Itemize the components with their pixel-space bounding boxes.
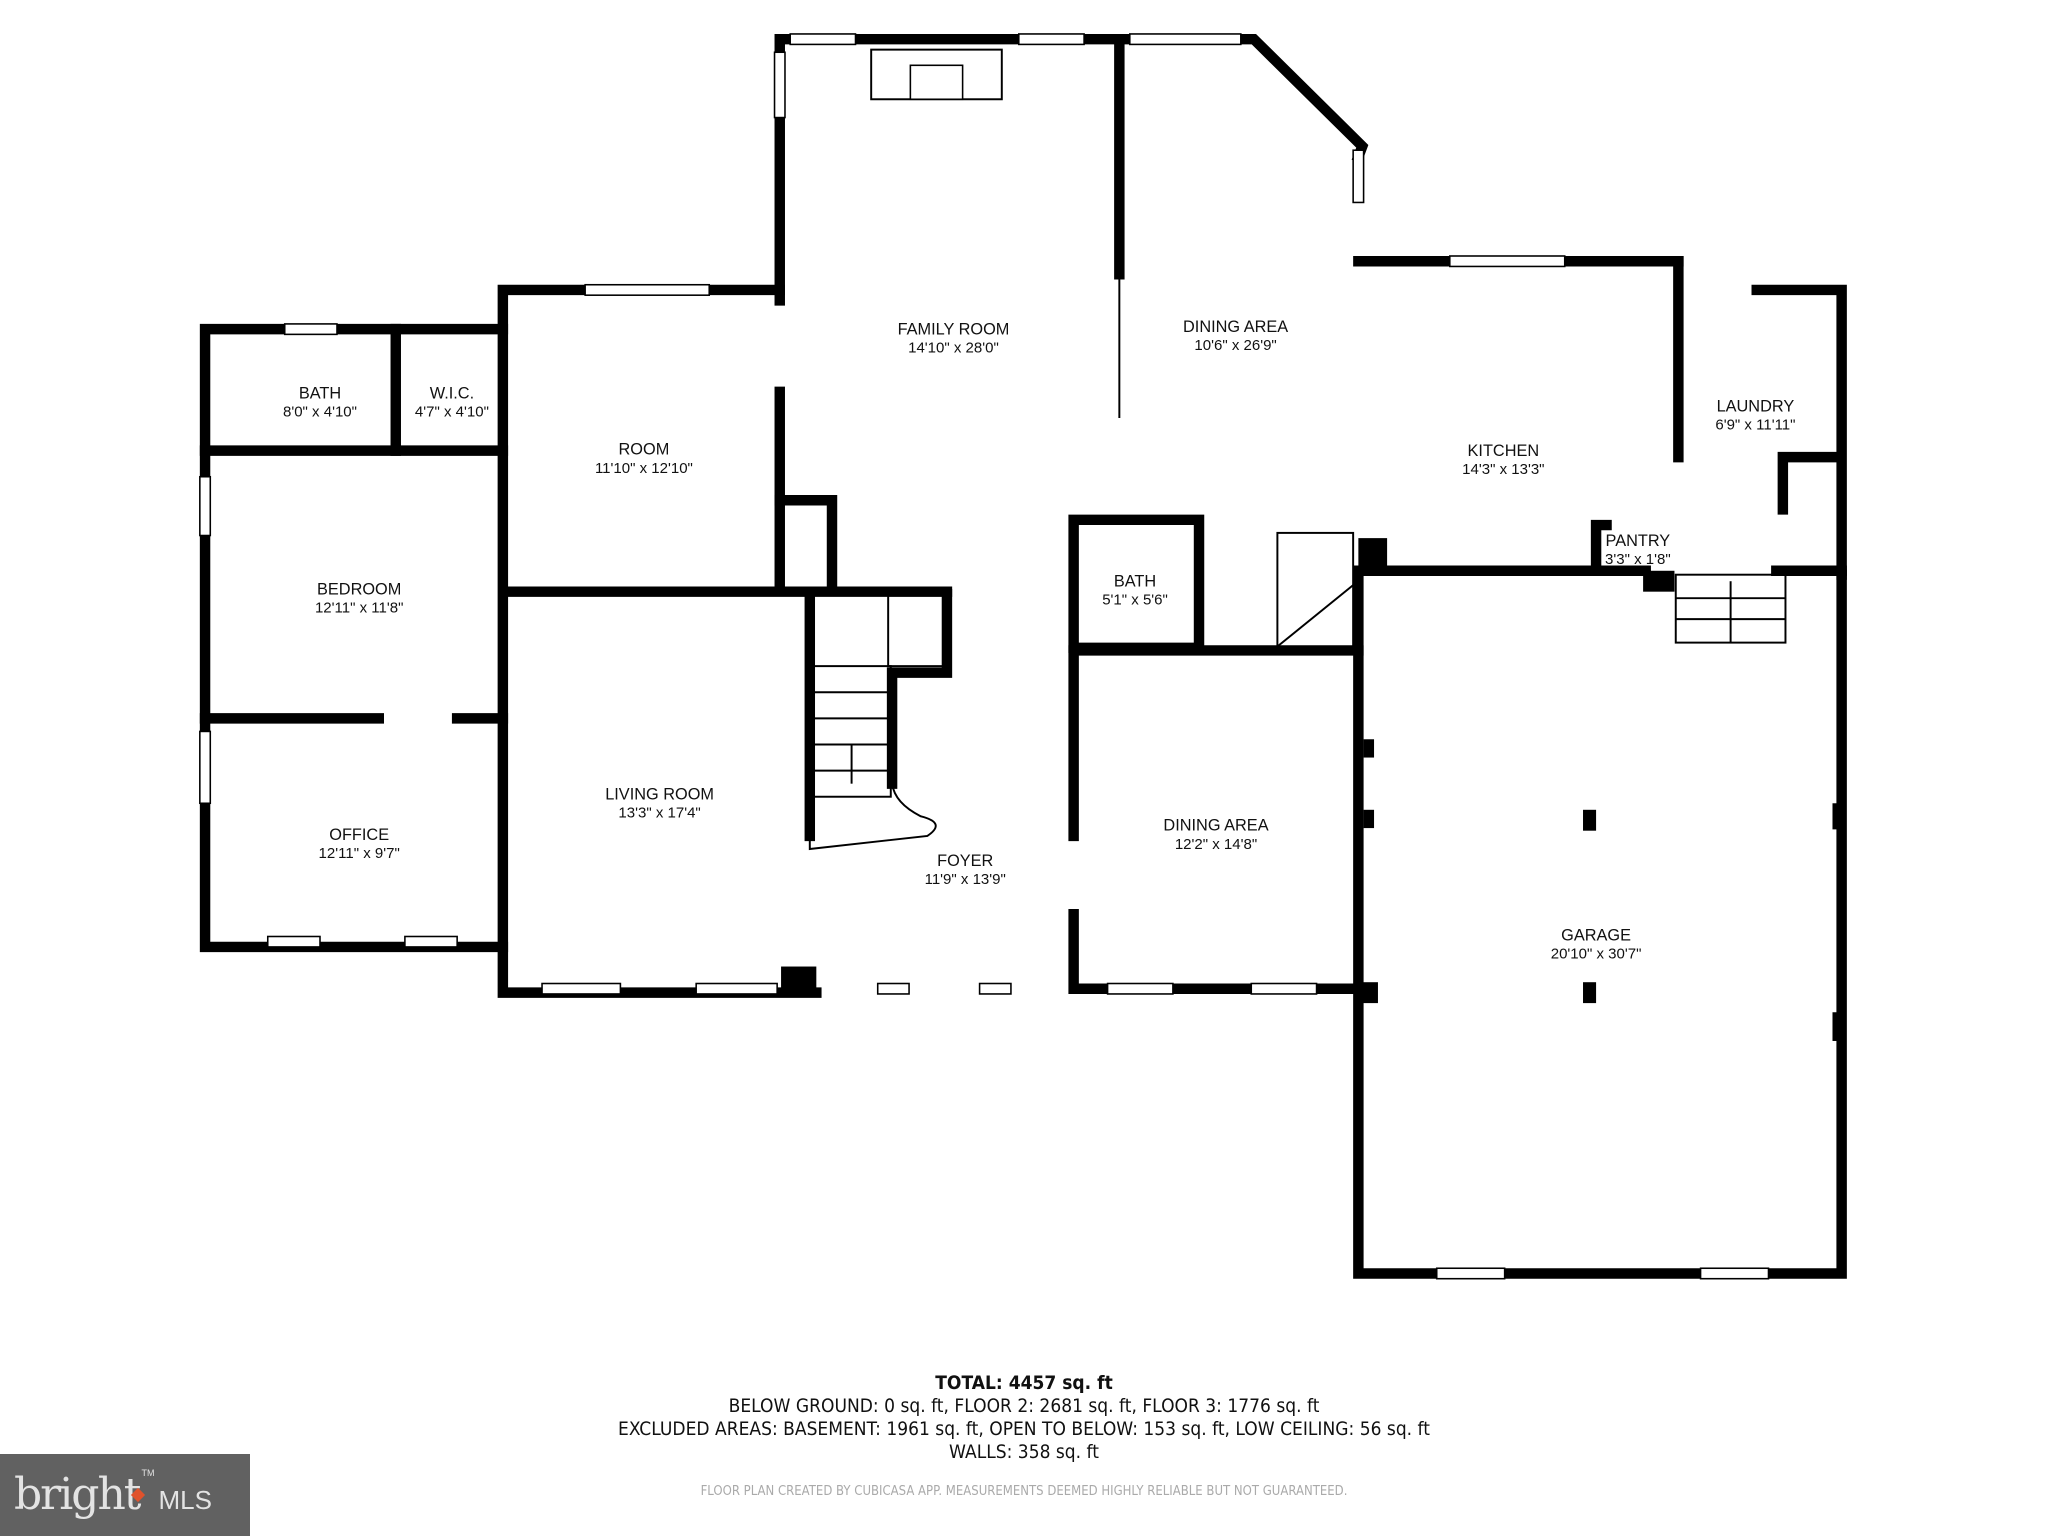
room-name: LIVING ROOM xyxy=(605,785,714,803)
floor-areas: BELOW GROUND: 0 sq. ft, FLOOR 2: 2681 sq… xyxy=(728,1395,1320,1417)
bright-mls-logo: bright TM MLS xyxy=(0,1454,250,1536)
room-name: PANTRY xyxy=(1606,532,1671,550)
room-name: ROOM xyxy=(619,441,670,459)
logo-suffix: MLS xyxy=(158,1484,212,1515)
room-name: KITCHEN xyxy=(1468,442,1540,460)
staircase xyxy=(808,531,1787,851)
room-dimensions: 20'10" x 30'7" xyxy=(1551,946,1642,963)
room-name: BEDROOM xyxy=(317,580,401,598)
room-name: OFFICE xyxy=(329,826,389,844)
room-dimensions: 4'7" x 4'10" xyxy=(415,404,489,421)
room-name: W.I.C. xyxy=(430,384,474,402)
room-dimensions: 8'0" x 4'10" xyxy=(283,404,357,421)
total-area: TOTAL: 4457 sq. ft xyxy=(935,1372,1113,1394)
logo-brand-wrap: bright xyxy=(14,1469,146,1520)
room-name: FAMILY ROOM xyxy=(898,320,1010,338)
room-dimensions: 6'9" x 11'11" xyxy=(1715,417,1795,434)
room-dimensions: 11'10" x 12'10" xyxy=(595,460,693,477)
room-name: DINING AREA xyxy=(1163,817,1268,835)
room-name: BATH xyxy=(299,384,341,402)
room-dimensions: 11'9" x 13'9" xyxy=(925,871,1006,888)
room-name: FOYER xyxy=(937,852,993,870)
room-name: GARAGE xyxy=(1561,926,1631,944)
room-dimensions: 10'6" x 26'9" xyxy=(1194,337,1276,354)
room-dimensions: 5'1" x 5'6" xyxy=(1102,592,1168,609)
room-dimensions: 12'11" x 11'8" xyxy=(315,600,403,617)
room-dimensions: 12'11" x 9'7" xyxy=(319,845,400,862)
room-dimensions: 13'3" x 17'4" xyxy=(618,805,700,822)
logo-tm: TM xyxy=(141,1468,155,1478)
excluded-areas: EXCLUDED AREAS: BASEMENT: 1961 sq. ft, O… xyxy=(618,1418,1430,1440)
disclaimer: FLOOR PLAN CREATED BY CUBICASA APP. MEAS… xyxy=(700,1484,1348,1499)
room-name: LAUNDRY xyxy=(1717,397,1795,415)
column xyxy=(1358,538,1388,571)
room-dimensions: 14'3" x 13'3" xyxy=(1462,461,1544,478)
logo-brand: bright xyxy=(14,1469,141,1520)
room-name: BATH xyxy=(1114,572,1156,590)
room-dimensions: 12'2" x 14'8" xyxy=(1175,836,1257,853)
area-summary: TOTAL: 4457 sq. ft BELOW GROUND: 0 sq. f… xyxy=(102,1372,1945,1464)
walls-area: WALLS: 358 sq. ft xyxy=(949,1441,1099,1463)
room-dimensions: 14'10" x 28'0" xyxy=(908,340,999,357)
windows xyxy=(199,33,1770,1280)
room-name: DINING AREA xyxy=(1183,318,1288,336)
walls xyxy=(199,33,1847,1279)
fireplace xyxy=(870,48,1003,101)
room-dimensions: 3'3" x 1'8" xyxy=(1605,551,1671,568)
